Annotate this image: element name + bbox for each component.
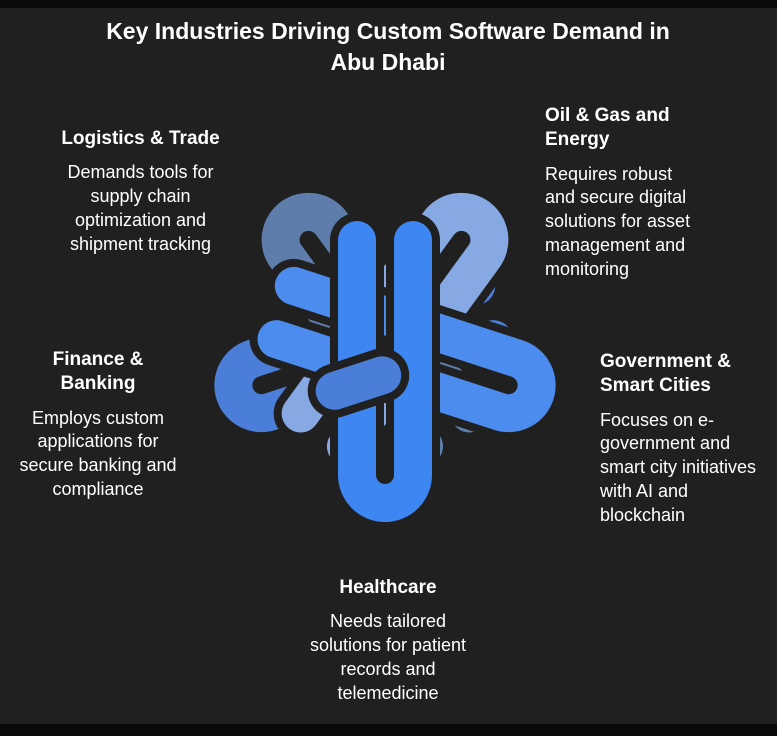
page-title: Key Industries Driving Custom Software D… — [58, 16, 718, 78]
top-letterbox-bar — [0, 0, 777, 8]
bottom-letterbox-bar — [0, 724, 777, 736]
logistics-heading: Logistics & Trade — [61, 128, 220, 149]
industry-knot-graphic — [206, 184, 564, 530]
knot-loop-bottom — [330, 213, 440, 530]
logistics-description: Demands tools for supply chain optimizat… — [67, 162, 214, 254]
healthcare-heading: Healthcare — [339, 577, 437, 598]
knot-loop-upper-left — [253, 184, 497, 474]
oil-gas-description: Requires robust and secure digital solut… — [545, 163, 691, 279]
page-title-line2: Abu Dhabi — [330, 49, 446, 76]
knot-loop-right — [249, 258, 564, 441]
finance-description: Employs custom applications for secure b… — [19, 407, 177, 499]
industry-block-government: Government & Smart Cities Focuses on e-g… — [600, 350, 768, 527]
government-heading: Government & Smart Cities — [600, 351, 731, 397]
knot-loop-left — [206, 258, 521, 441]
industry-block-healthcare: Healthcare Needs tailored solutions for … — [298, 576, 478, 705]
government-description: Focuses on e-government and smart city i… — [600, 409, 757, 525]
industry-block-logistics: Logistics & Trade Demands tools for supp… — [38, 127, 243, 256]
knot-weave-overlay — [307, 348, 410, 418]
oil-gas-heading: Oil & Gas and Energy — [545, 105, 670, 151]
finance-heading: Finance & Banking — [52, 349, 144, 395]
knot-loop-upper-right — [273, 184, 517, 474]
industry-block-finance: Finance & Banking Employs custom applica… — [12, 348, 184, 502]
healthcare-description: Needs tailored solutions for patient rec… — [309, 611, 467, 703]
industry-block-oil-gas: Oil & Gas and Energy Requires robust and… — [545, 104, 713, 281]
page-title-line1: Key Industries Driving Custom Software D… — [106, 18, 670, 44]
